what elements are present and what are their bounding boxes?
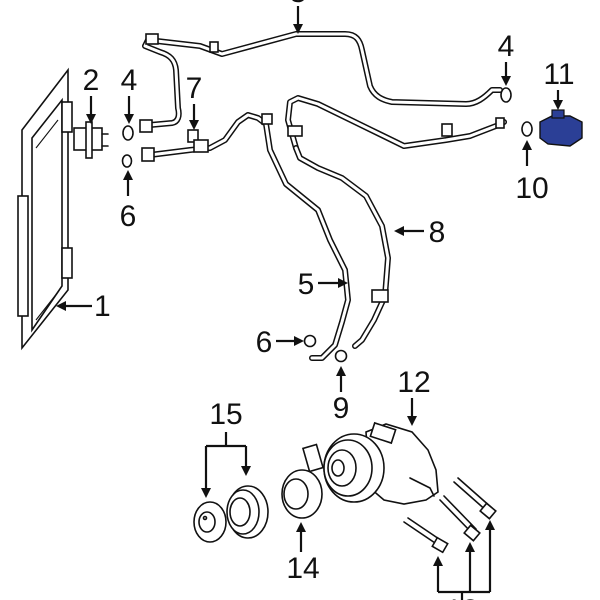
o-ring-e[interactable] xyxy=(334,349,348,363)
compressor[interactable] xyxy=(323,421,439,505)
callout-15: 15 xyxy=(209,398,242,431)
field-coil[interactable] xyxy=(281,443,325,519)
o-ring-b[interactable] xyxy=(500,87,512,103)
callout-6a: 6 xyxy=(120,200,137,233)
pressure-switch[interactable] xyxy=(539,109,583,147)
callout-8: 8 xyxy=(429,216,446,249)
callout-6b: 6 xyxy=(256,326,273,359)
o-ring-a[interactable] xyxy=(122,125,134,141)
o-ring-c[interactable] xyxy=(121,154,133,168)
callout-3: 3 xyxy=(290,0,307,9)
callout-4b: 4 xyxy=(498,30,515,63)
callout-10: 10 xyxy=(515,172,548,205)
leader-arrows xyxy=(56,6,563,600)
callout-11: 11 xyxy=(543,58,574,91)
service-valve[interactable] xyxy=(187,129,209,153)
callout-1: 1 xyxy=(94,290,111,323)
liquid-line[interactable] xyxy=(139,31,503,133)
clutch-hub[interactable] xyxy=(193,501,227,543)
callout-12: 12 xyxy=(397,366,430,399)
discharge-line[interactable] xyxy=(141,112,351,361)
mounting-bolts[interactable] xyxy=(403,477,497,554)
callout-4a: 4 xyxy=(121,64,138,97)
callout-14: 14 xyxy=(286,552,319,585)
condenser-fitting[interactable] xyxy=(73,121,109,159)
callout-5: 5 xyxy=(298,268,315,301)
condenser[interactable] xyxy=(17,67,73,351)
callout-13: 13 xyxy=(445,594,478,600)
callout-2: 2 xyxy=(83,64,100,97)
clutch-pulley[interactable] xyxy=(226,485,269,539)
o-ring-f[interactable] xyxy=(521,121,533,137)
o-ring-d[interactable] xyxy=(303,334,317,348)
suction-line[interactable] xyxy=(285,95,507,349)
callout-7: 7 xyxy=(186,72,203,105)
callout-9: 9 xyxy=(333,392,350,425)
